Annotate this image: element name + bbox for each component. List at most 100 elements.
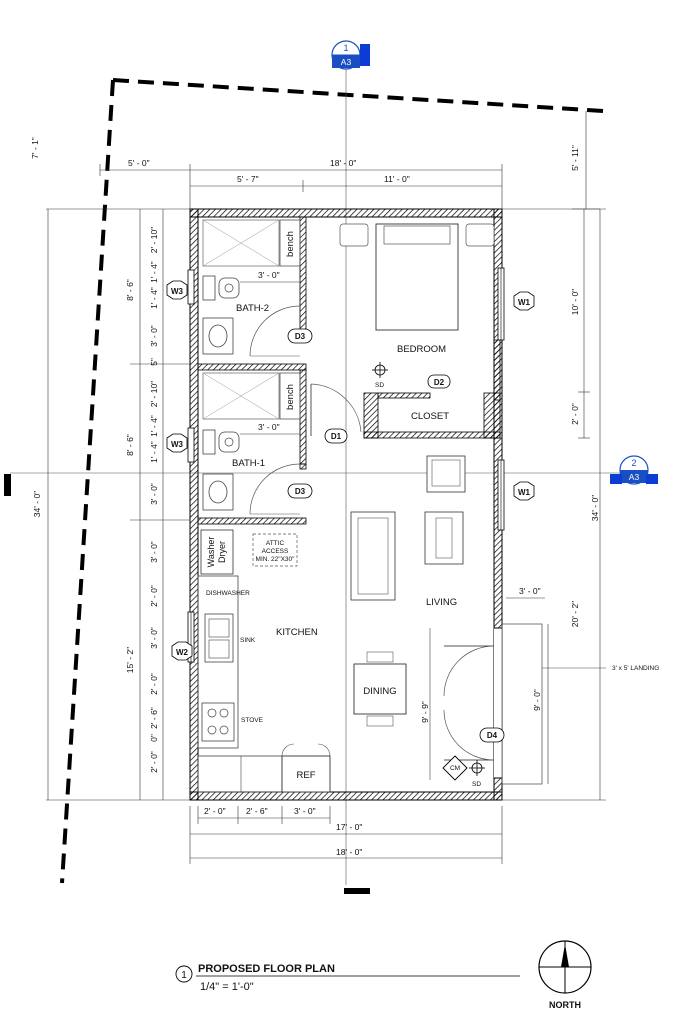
entry-landing (501, 623, 543, 785)
dim-k-stove: 2' - 6" (149, 707, 159, 729)
dim-closet-depth: 2' - 0" (570, 403, 580, 425)
ref-label: REF (297, 770, 316, 781)
cm-label: CM (450, 765, 460, 772)
dimension-lines-right (502, 208, 606, 801)
dimension-lines-bottom (189, 806, 503, 864)
dim-living-depth: 20' - 2" (570, 601, 580, 627)
toilet-bath1 (202, 429, 240, 455)
svg-text:MIN. 22"X30": MIN. 22"X30" (256, 556, 296, 563)
tag-d2[interactable]: D2 (427, 374, 451, 389)
washer-label: Washer (206, 537, 216, 568)
landing-label: 3' x 5' LANDING (612, 665, 659, 672)
stove (201, 702, 235, 742)
refrigerator: REF (281, 743, 331, 793)
sd-label-bedroom: SD (375, 382, 384, 389)
smoke-detector-bedroom: SD (372, 362, 388, 389)
grid-end-marker-bottom (344, 888, 370, 894)
tag-d3-bottom[interactable]: D3 (287, 483, 313, 499)
grid-end-marker-left (4, 474, 11, 496)
dim-overall-width-top: 18' - 0" (330, 158, 356, 168)
door-swing-d3-bottom (249, 463, 301, 515)
dimension-lines-top (99, 111, 600, 210)
north-label: NORTH (549, 1000, 581, 1010)
dim-property-offset-right: 5' - 11" (570, 145, 580, 171)
dishwasher-label: DISHWASHER (206, 590, 250, 597)
sink-label: SINK (240, 637, 256, 644)
dim-k-washer: 3' - 0" (149, 541, 159, 563)
tag-d3-top-label: D3 (295, 332, 306, 341)
svg-text:ACCESS: ACCESS (262, 548, 289, 555)
dim-bench-width-1: 3' - 0" (258, 422, 280, 432)
bench-bath2: bench (279, 219, 301, 267)
window-w3-top (187, 269, 195, 305)
tag-d1[interactable]: D1 (324, 428, 348, 444)
tag-w2[interactable]: W2 (171, 641, 193, 661)
stove-label: STOVE (241, 717, 264, 724)
dim-k-gap: 2' - 0" (149, 673, 159, 695)
entry-door-opening (494, 628, 502, 778)
tag-d1-label: D1 (331, 432, 342, 441)
svg-text:ATTIC: ATTIC (266, 540, 285, 547)
window-w3-bottom (187, 427, 195, 463)
dim-bottom-overall: 18' - 0" (336, 847, 362, 857)
dim-bottom-a: 2' - 0" (204, 806, 226, 816)
dim-bottom-inner: 17' - 0" (336, 822, 362, 832)
toilet-bath2 (202, 275, 240, 301)
tag-d4-label: D4 (487, 731, 498, 740)
tag-w3-bottom[interactable]: W3 (166, 433, 188, 453)
kitchen-sink (204, 613, 234, 663)
section-marker-top-number: 1 (343, 43, 348, 53)
door-swing-d4-bottom (443, 709, 495, 761)
bench-bath1: bench (279, 372, 301, 420)
property-line-west (60, 79, 115, 884)
washer-dryer: Washer Dryer (200, 529, 234, 575)
door-swing-d1 (310, 383, 362, 433)
tag-w3-top-label: W3 (171, 287, 184, 296)
bed (339, 223, 495, 331)
dim-toilet2: 1' - 4" (149, 261, 159, 283)
dim-bath1-height: 8' - 6" (125, 434, 135, 456)
tag-w1-top-label: W1 (518, 298, 531, 307)
room-label-bath2: BATH-2 (236, 303, 269, 314)
title-scale: 1/4" = 1'-0" (200, 981, 254, 993)
dim-setback-left: 5' - 0" (128, 158, 150, 168)
armchair (426, 455, 466, 493)
tag-d2-label: D2 (434, 378, 445, 387)
door-swing-d4-top (443, 645, 495, 697)
dimension-lines-left (46, 208, 190, 801)
tag-d3-top[interactable]: D3 (287, 328, 313, 344)
dim-shower1: 2' - 10" (149, 381, 159, 407)
coffee-table (424, 511, 464, 565)
attic-access: ATTIC ACCESS MIN. 22"X30" (252, 533, 298, 567)
section-marker-top[interactable]: 1 A3 (331, 40, 370, 70)
shower-bath2 (202, 219, 280, 267)
tag-d4[interactable]: D4 (479, 727, 505, 743)
dim-bottom-b: 2' - 6" (246, 806, 268, 816)
section-marker-right[interactable]: 2 A3 (610, 455, 658, 485)
room-label-bedroom: BEDROOM (397, 344, 446, 355)
dim-bath-width: 5' - 7" (237, 174, 259, 184)
dryer-label: Dryer (217, 541, 227, 563)
section-marker-right-sheet: A3 (629, 472, 640, 482)
window-w1-bottom (497, 459, 505, 531)
dim-sink1: 3' - 0" (149, 483, 159, 505)
window-w1-top (497, 267, 505, 341)
room-label-closet: CLOSET (411, 411, 449, 422)
room-label-kitchen: KITCHEN (276, 627, 318, 638)
dim-gap1: 5" (149, 358, 159, 366)
dim-property-offset-left: 7' - 1" (30, 137, 40, 159)
dim-bedroom-depth: 10' - 0" (570, 289, 580, 315)
co-monitor: CM (442, 755, 468, 781)
dim-bench-width-2: 3' - 0" (258, 270, 280, 280)
dim-k-sink: 3' - 0" (149, 627, 159, 649)
title-number: 1 (181, 970, 187, 981)
dim-shower2: 2' - 10" (149, 227, 159, 253)
tag-w1-top[interactable]: W1 (513, 291, 535, 311)
tag-w2-label: W2 (176, 648, 189, 657)
section-marker-right-number: 2 (631, 458, 636, 468)
dim-toilet1: 1' - 4" (149, 415, 159, 437)
tag-w1-bottom[interactable]: W1 (513, 481, 535, 501)
dim-overall-length-left: 34' - 0" (32, 491, 42, 517)
tag-w3-top[interactable]: W3 (166, 280, 188, 300)
dim-landing-depth: 9' - 0" (532, 689, 542, 711)
